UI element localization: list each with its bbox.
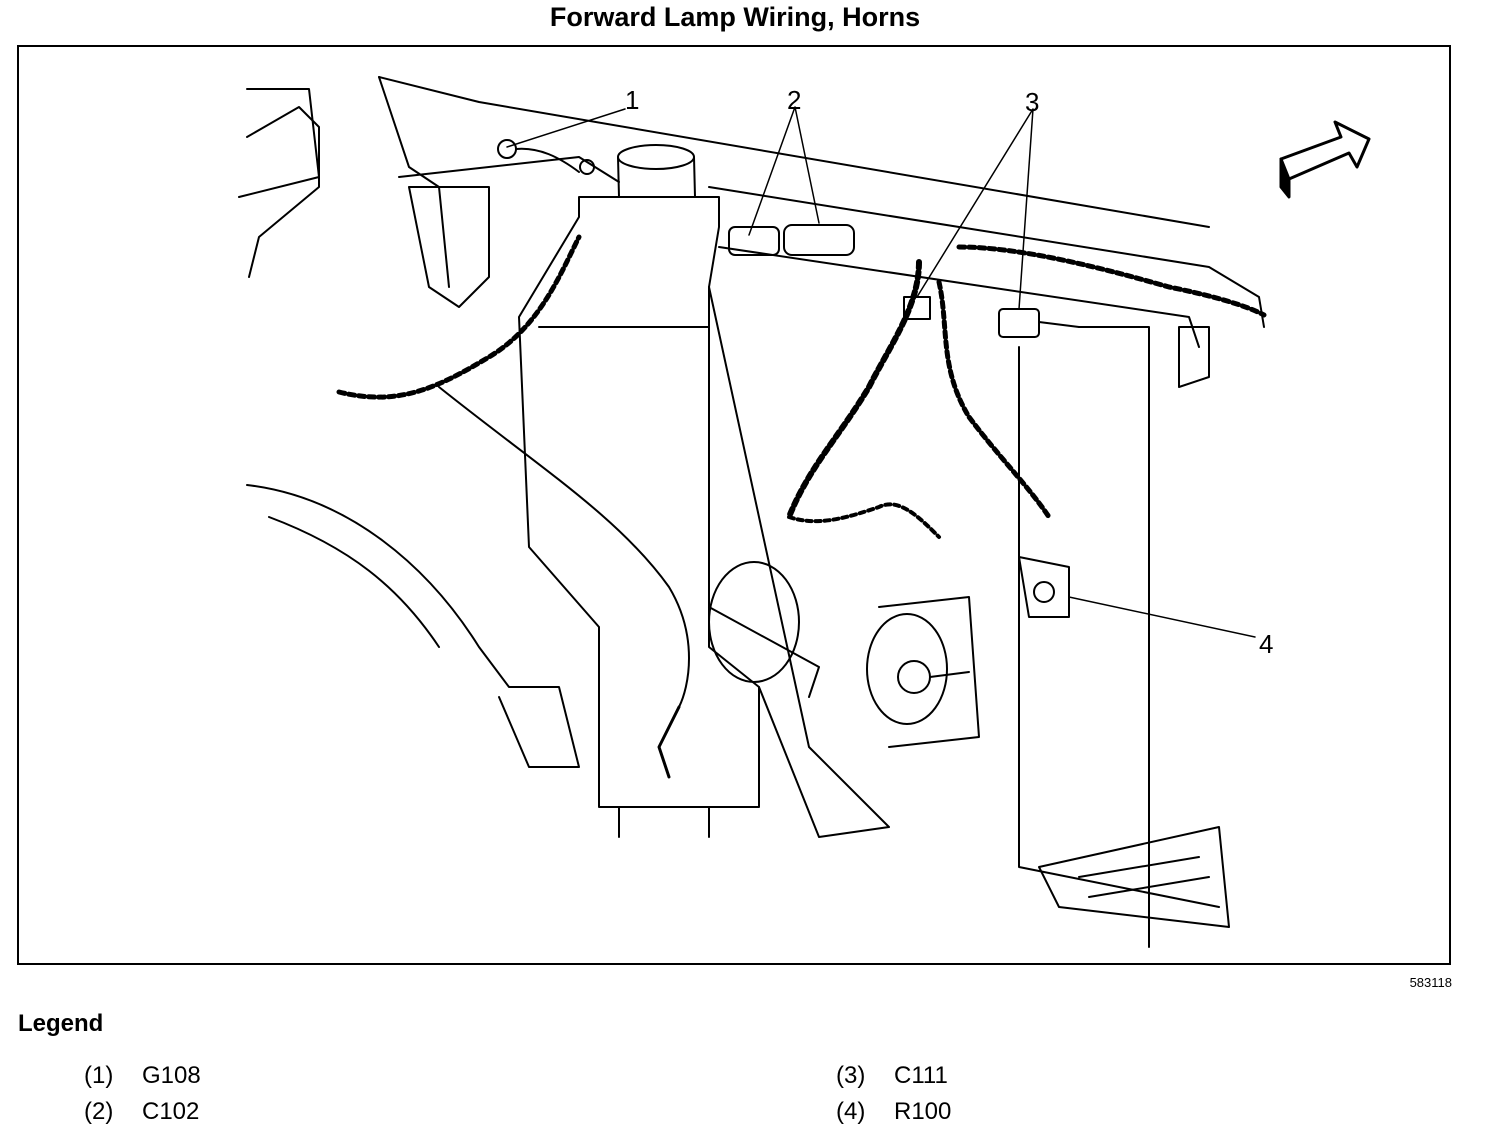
wheel-arc — [246, 484, 580, 768]
fender-top-panel — [238, 88, 320, 198]
figure-id: 583118 — [1409, 975, 1452, 990]
horn-left — [708, 561, 800, 683]
main-harness — [336, 234, 582, 400]
legend-item: (1) G108 — [84, 1062, 201, 1090]
legend-title: Legend — [18, 1010, 104, 1037]
washer-reservoir — [518, 196, 760, 808]
callout-3: 3 — [1025, 87, 1039, 117]
legend-item: (2) C102 — [84, 1098, 199, 1126]
center-support — [708, 286, 890, 838]
connector-c102-a — [728, 226, 780, 256]
connector-c111-b — [998, 308, 1040, 338]
callout-4: 4 — [1259, 629, 1273, 659]
wiring-illustration: 1 2 3 4 — [238, 76, 1371, 948]
legend-item-label: G108 — [142, 1062, 201, 1089]
callout-2: 2 — [787, 85, 801, 115]
legend-item-number: (2) — [84, 1098, 114, 1125]
page-title: Forward Lamp Wiring, Horns — [549, 2, 921, 32]
connector-c102-b — [783, 224, 855, 256]
diagram-frame: 1 2 3 4 — [17, 45, 1451, 965]
legend-item-number: (3) — [836, 1062, 866, 1089]
fender-inner-panel — [246, 106, 320, 278]
right-panel — [1018, 326, 1220, 948]
callout-leaders — [506, 106, 1256, 638]
relay-bracket — [1018, 556, 1070, 618]
legend-item-label: C111 — [894, 1062, 948, 1089]
reservoir-cap — [617, 144, 695, 170]
legend-item-number: (1) — [84, 1062, 114, 1089]
legend-item-number: (4) — [836, 1098, 866, 1125]
front-direction-arrow-icon — [1279, 120, 1371, 199]
horn-right — [866, 613, 948, 725]
legend-item: (4) R100 — [836, 1098, 951, 1126]
legend-item-label: R100 — [894, 1098, 952, 1125]
legend-item-label: C102 — [142, 1098, 200, 1125]
legend-item: (3) C111 — [836, 1062, 948, 1090]
ground-g108 — [497, 139, 517, 159]
callout-1: 1 — [625, 85, 639, 115]
